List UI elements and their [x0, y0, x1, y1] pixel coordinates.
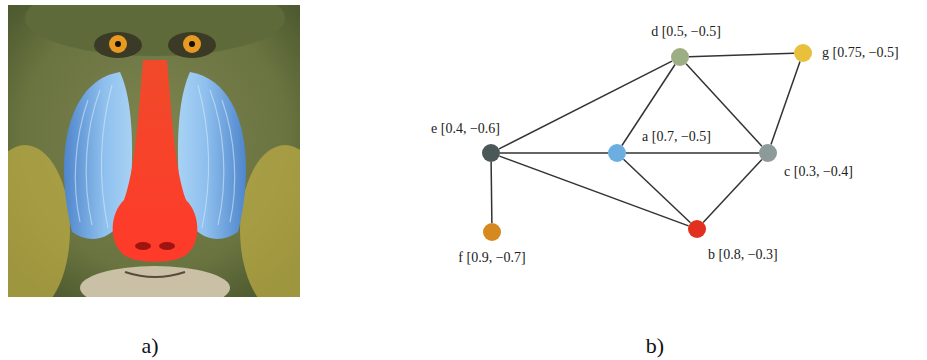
graph-edge — [499, 156, 688, 226]
graph-edge — [703, 160, 762, 223]
graph-edge — [626, 152, 759, 154]
graph-vertex: g [0.75, −0.5] — [794, 44, 812, 62]
graph-vertex: c [0.3, −0.4] — [759, 144, 777, 162]
graph-vertex: b [0.8, −0.3] — [688, 220, 706, 238]
panel-label: b) — [646, 333, 664, 359]
panel-label: a) — [141, 333, 158, 359]
mandrill-face — [8, 5, 300, 297]
graph-edge — [500, 152, 608, 154]
vertex-label: f [0.9, −0.7] — [456, 250, 527, 266]
graph-vertex: f [0.9, −0.7] — [483, 223, 501, 241]
graph-vertex: d [0.5, −0.5] — [671, 48, 689, 66]
vertex-label: d [0.5, −0.5] — [649, 24, 723, 40]
vertex-label: e [0.4, −0.6] — [429, 121, 502, 137]
graph-vertex: a [0.7, −0.5] — [608, 144, 626, 162]
vertex-label: g [0.75, −0.5] — [820, 45, 901, 61]
graph-edge — [624, 159, 691, 223]
vertex-label: b [0.8, −0.3] — [706, 247, 780, 263]
graph-edge — [771, 61, 800, 144]
graph-vertex: e [0.4, −0.6] — [482, 144, 500, 162]
vertex-label: a [0.7, −0.5] — [640, 129, 713, 145]
graph-edge — [689, 53, 794, 56]
graph-edge — [490, 162, 492, 223]
vertex-label: c [0.3, −0.4] — [782, 164, 855, 180]
